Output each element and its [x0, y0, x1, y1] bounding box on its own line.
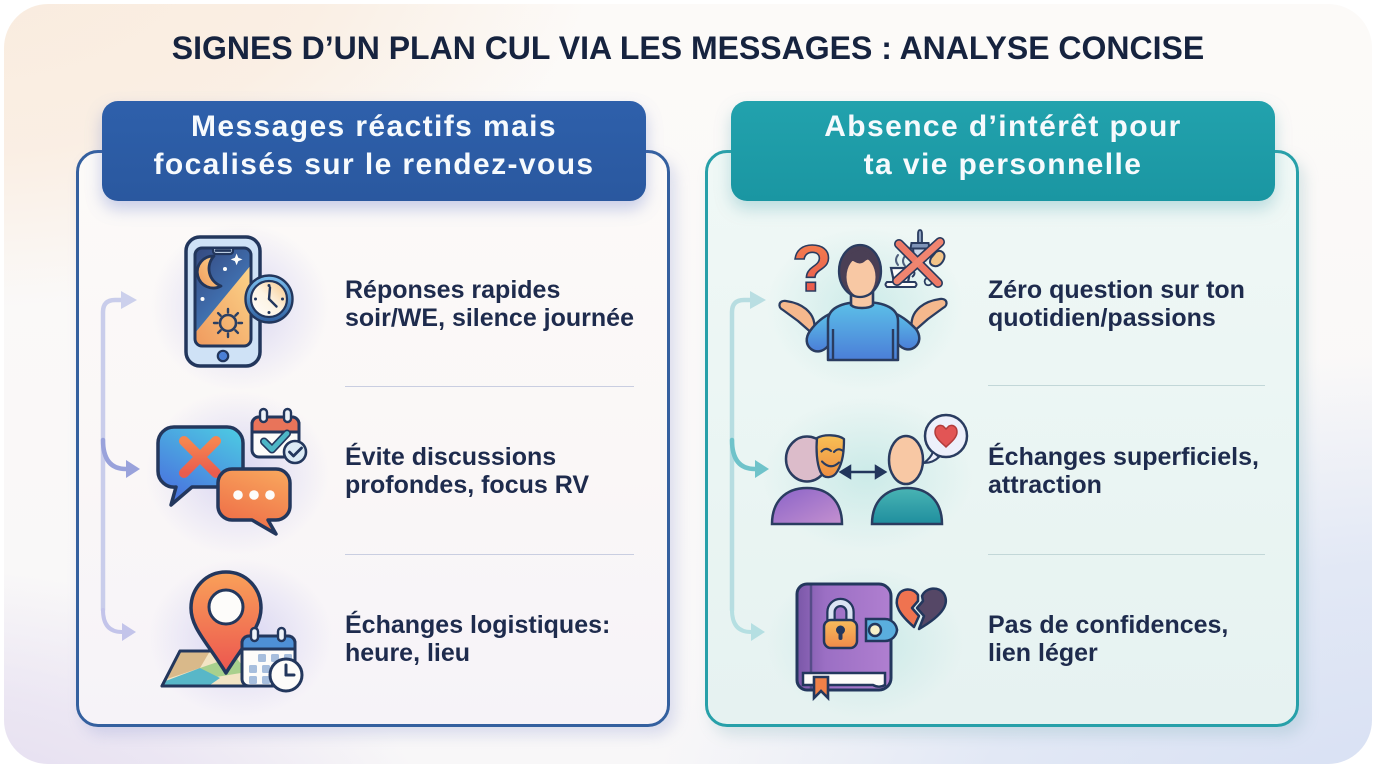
svg-text:?: ? — [792, 231, 832, 305]
